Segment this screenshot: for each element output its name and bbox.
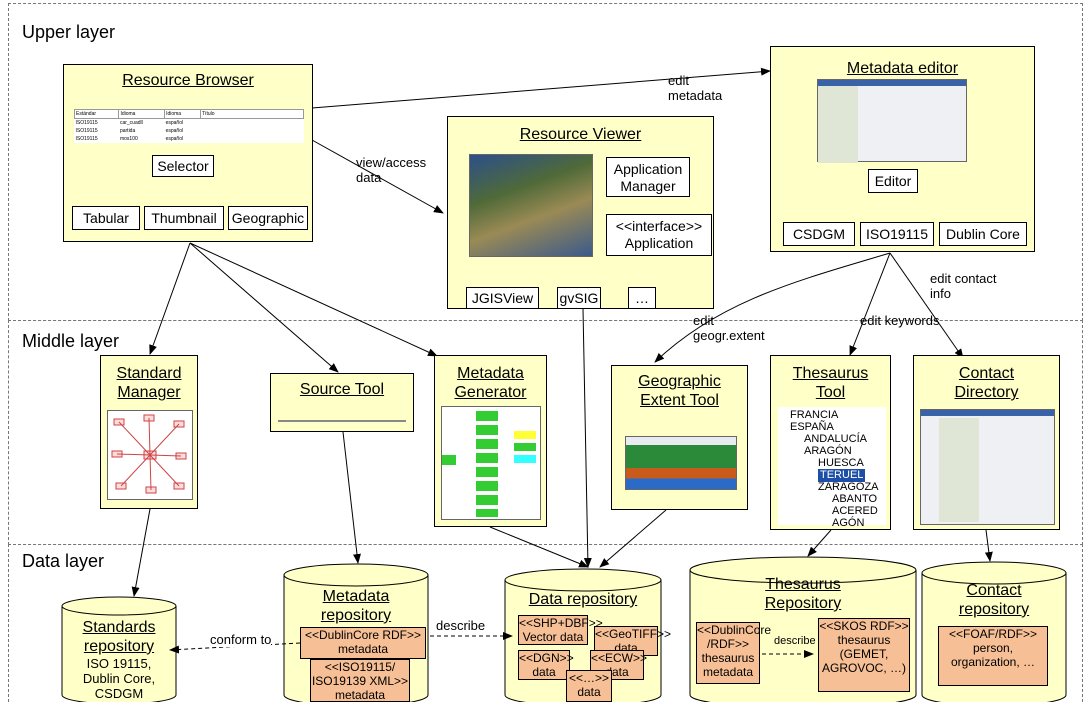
metadata-editor-title: Metadata editor xyxy=(846,60,959,77)
table-cell xyxy=(201,119,304,128)
geographic-extent-tool[interactable]: Geographic Extent Tool xyxy=(611,365,748,510)
source-tool-panel xyxy=(270,373,414,432)
application-interface-class[interactable]: <<interface>> Application xyxy=(606,214,712,256)
data-layer-title: Data layer xyxy=(22,551,105,571)
geographic-class[interactable]: Geographic xyxy=(228,206,308,230)
table-cell xyxy=(201,135,304,143)
middle-layer-title: Middle layer xyxy=(22,331,120,351)
resource-browser-title: Resource Browser xyxy=(122,72,254,89)
table-cell: español xyxy=(165,120,184,126)
editor-class[interactable]: Editor xyxy=(868,169,918,193)
table-cell: mos100 xyxy=(119,136,138,142)
thesaurus-tool[interactable]: Thesaurus Tool FRANCIA ESPAÑA ANDALUCÍA … xyxy=(770,355,891,530)
describe-label: describe xyxy=(436,618,486,633)
table-cell: español xyxy=(165,136,184,142)
tree-node[interactable]: ANDALUCÍA xyxy=(804,433,867,445)
tree-node[interactable]: FRANCIA xyxy=(790,409,839,421)
contact-directory[interactable]: Contact Directory xyxy=(913,355,1060,530)
other-data-note: <<…>> data xyxy=(566,670,612,702)
tree-node[interactable]: ZARAGOZA xyxy=(818,481,879,493)
metadata-editor[interactable]: Metadata editor Editor CSDGM ISO19115 Du… xyxy=(770,46,1035,252)
skos-rdf-note: <<SKOS RDF>> thesaurus (GEMET, AGROVOC, … xyxy=(818,618,910,692)
resource-browser-table: Estándar Idioma Idioma Título ISO19115 c… xyxy=(73,109,304,143)
table-header: Idioma xyxy=(118,109,166,119)
application-manager-class[interactable]: Application Manager xyxy=(606,157,690,197)
contact-directory-thumbnail xyxy=(920,409,1055,525)
table-cell: ISO19115 xyxy=(75,136,98,142)
ellipsis-class[interactable]: … xyxy=(628,287,656,309)
contact-repository-title: Contact repository xyxy=(958,582,1030,618)
dublincore-rdf-note: <<DublinCore RDF>> metadata xyxy=(300,627,426,659)
table-cell xyxy=(201,127,304,135)
resource-browser[interactable]: Resource Browser Estándar Idioma Idioma … xyxy=(63,64,313,242)
thesaurus-describe-label: describe xyxy=(774,635,816,647)
interface-name: Application xyxy=(624,235,694,251)
tree-node[interactable]: ESPAÑA xyxy=(790,421,834,433)
dublin-core-class[interactable]: Dublin Core xyxy=(939,222,1027,246)
edit-metadata-label: edit metadata xyxy=(668,73,723,103)
metadata-generator-thumbnail xyxy=(441,406,541,520)
table-row[interactable]: ISO19115 car_cuadll español xyxy=(75,119,304,128)
geographic-extent-tool-title: Geographic Extent Tool xyxy=(638,373,721,409)
metadata-generator[interactable]: Metadata Generator xyxy=(434,355,547,527)
standards-cylinder xyxy=(61,596,177,702)
edit-geogr-extent-label: edit geogr.extent xyxy=(693,313,765,343)
iso19139-xml-note: <<ISO19115/ ISO19139 XML>> metadata xyxy=(310,659,410,702)
table-header: Título xyxy=(200,109,304,119)
table-cell: español xyxy=(165,128,184,134)
upper-layer-title: Upper layer xyxy=(22,22,116,42)
contact-directory-title: Contact Directory xyxy=(954,365,1019,401)
tree-node[interactable]: ARAGÓN xyxy=(804,445,852,457)
jgisview-class[interactable]: JGISView xyxy=(466,287,539,309)
conform-to-label: conform to xyxy=(210,632,272,647)
shp-dbf-note: <<SHP+DBF>> Vector data xyxy=(518,615,603,645)
foaf-rdf-note: <<FOAF/RDF>> person, organization, … xyxy=(938,626,1048,686)
tree-node[interactable]: AGÓN xyxy=(832,517,865,529)
tree-node[interactable]: ACERED xyxy=(832,505,878,517)
table-cell: partida xyxy=(119,128,136,134)
gvsig-class[interactable]: gvSIG xyxy=(557,287,601,309)
table-header: Estándar xyxy=(73,109,120,119)
csdgm-class[interactable]: CSDGM xyxy=(783,222,855,246)
data-repository-title: Data repository xyxy=(528,591,638,608)
interface-stereotype: <<interface>> xyxy=(615,218,703,234)
table-header: Idioma xyxy=(164,109,201,119)
dgn-note: <<DGN>> data xyxy=(518,650,574,680)
standards-repository-title: Standards repository xyxy=(82,619,156,655)
standards-repository-text: ISO 19115, Dublin Core, CSDGM xyxy=(82,656,156,701)
standard-manager-title: Standard Manager xyxy=(116,365,182,401)
map-viewer-thumbnail xyxy=(469,154,593,257)
source-tool[interactable]: Source Tool xyxy=(270,373,414,432)
edit-contact-info-label: edit contact info xyxy=(930,271,997,301)
tree-node[interactable]: ABANTO xyxy=(832,493,878,505)
data-layer-frame xyxy=(8,544,1083,702)
standard-manager-thumbnail xyxy=(107,410,193,500)
metadata-generator-title: Metadata Generator xyxy=(454,365,527,401)
thesaurus-tree: FRANCIA ESPAÑA ANDALUCÍA ARAGÓN HUESCA T… xyxy=(778,407,886,529)
table-row[interactable]: ISO19115 mos100 español xyxy=(75,135,304,143)
source-tool-title: Source Tool xyxy=(299,381,385,398)
thumbnail-class[interactable]: Thumbnail xyxy=(144,206,224,230)
tree-node[interactable]: HUESCA xyxy=(818,457,864,469)
resource-viewer-title: Resource Viewer xyxy=(519,126,642,143)
metadata-repository-title: Metadata repository xyxy=(320,588,392,624)
resource-viewer[interactable]: Resource Viewer Application Manager <<in… xyxy=(447,116,714,309)
table-cell: ISO19115 xyxy=(75,120,98,126)
iso19115-class[interactable]: ISO19115 xyxy=(860,222,934,246)
table-cell: car_cuadll xyxy=(119,120,143,126)
geographic-extent-thumbnail xyxy=(625,436,737,490)
standard-manager[interactable]: Standard Manager xyxy=(100,355,198,509)
tree-node-selected[interactable]: TERUEL xyxy=(818,469,866,482)
thesaurus-tool-title: Thesaurus Tool xyxy=(792,365,869,401)
repositories-list xyxy=(278,420,406,422)
thesaurus-repository-title: Thesaurus Repository xyxy=(764,576,842,612)
thesaurus-metadata-note: <<DublinCore /RDF>> thesaurus metadata xyxy=(696,622,771,684)
table-cell: ISO19115 xyxy=(75,128,98,134)
selector-class[interactable]: Selector xyxy=(152,155,214,177)
edit-keywords-label: edit keywords xyxy=(860,313,940,328)
tabular-class[interactable]: Tabular xyxy=(72,206,140,230)
table-row[interactable]: ISO19115 partida español xyxy=(75,127,304,135)
view-access-data-label: view/access data xyxy=(356,155,427,185)
metadata-editor-thumbnail xyxy=(817,79,967,163)
